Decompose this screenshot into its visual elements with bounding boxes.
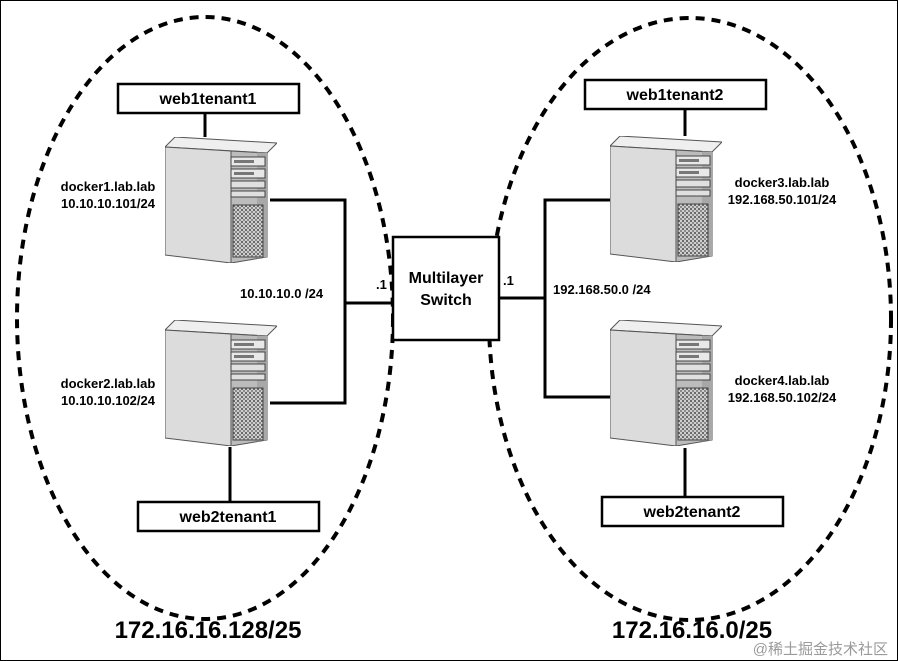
tenant2-subnet-label: 172.16.16.0/25 <box>612 617 772 644</box>
box-web2tenant1: web2tenant1 <box>136 500 321 533</box>
link-docker1-docker2-bus <box>270 198 347 405</box>
switch-label-line1: Multilayer <box>409 270 484 287</box>
box-web1tenant1-label: web1tenant1 <box>159 91 257 108</box>
docker4-server-icon <box>610 320 722 446</box>
box-web1tenant2: web1tenant2 <box>583 78 768 111</box>
docker1-hostname: docker1.lab.lab <box>61 179 156 194</box>
links <box>203 108 687 502</box>
docker4-ip: 192.168.50.102/24 <box>728 390 837 405</box>
box-web2tenant2-label: web2tenant2 <box>643 504 741 521</box>
docker2-server-icon <box>165 320 277 446</box>
docker1-server-icon <box>165 137 277 263</box>
box-web1tenant2-label: web1tenant2 <box>626 87 724 104</box>
docker3-ip: 192.168.50.101/24 <box>728 192 837 207</box>
switch-left-interface: .1 <box>376 277 387 292</box>
docker4-hostname: docker4.lab.lab <box>735 373 830 388</box>
docker3-hostname: docker3.lab.lab <box>735 175 830 190</box>
network-left-label: 10.10.10.0 /24 <box>240 286 324 301</box>
tenant1-subnet-label: 172.16.16.128/25 <box>115 617 302 644</box>
multilayer-switch: Multilayer Switch <box>391 235 501 342</box>
box-web2tenant2: web2tenant2 <box>600 495 785 528</box>
switch-right-interface: .1 <box>503 273 514 288</box>
tenant2-boundary <box>487 16 893 622</box>
box-web2tenant1-label: web2tenant1 <box>179 509 277 526</box>
network-right-label: 192.168.50.0 /24 <box>553 282 651 297</box>
docker1-ip: 10.10.10.101/24 <box>61 196 156 211</box>
docker2-hostname: docker2.lab.lab <box>61 376 156 391</box>
docker2-ip: 10.10.10.102/24 <box>61 393 156 408</box>
box-web1tenant1: web1tenant1 <box>116 82 301 115</box>
link-docker3-docker4-bus <box>543 198 612 399</box>
watermark: @稀土掘金技术社区 <box>753 641 888 658</box>
docker3-server-icon <box>610 136 722 262</box>
switch-label-line2: Switch <box>420 292 472 309</box>
